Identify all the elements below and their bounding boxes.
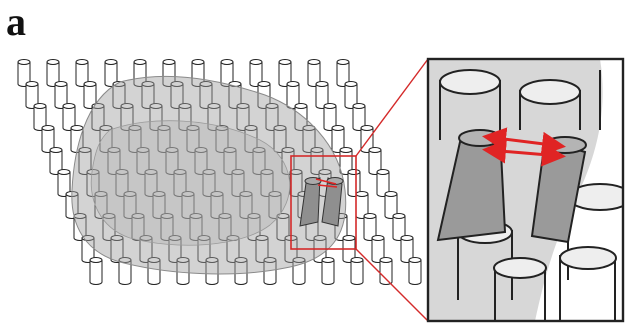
pillar <box>351 258 363 285</box>
pillar <box>380 258 392 285</box>
pillar <box>322 258 334 285</box>
zoom-connector-top <box>356 59 428 156</box>
pillar <box>409 258 421 285</box>
pillar <box>90 258 102 285</box>
zoom-inset <box>428 59 629 321</box>
